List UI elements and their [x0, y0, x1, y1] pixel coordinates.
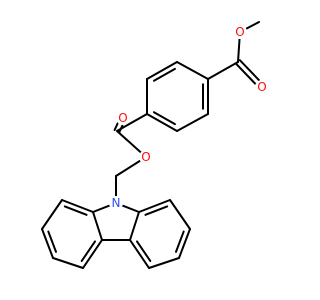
molecule-structure: O O O O N [41, 21, 269, 269]
bond-me-o1 [245, 21, 260, 30]
atom-label-o3: O [118, 111, 127, 125]
bond-b6-b1 [138, 199, 171, 213]
bond-b4-b5-inner [174, 230, 185, 253]
atom-o1: O [233, 25, 247, 39]
bond-c2-o3-a [118, 124, 124, 134]
atom-label-o4: O [141, 150, 150, 164]
atom-o2: O [255, 80, 269, 94]
atom-label-o2: O [257, 80, 266, 94]
bond-r4-r5 [146, 113, 178, 132]
bond-n-b1 [121, 204, 140, 213]
bond-n-a1 [92, 204, 111, 213]
atom-label-n1: N [112, 196, 121, 210]
bond-ce-o2-a [235, 62, 257, 85]
bond-b3-b4 [148, 257, 180, 269]
atom-o4: O [139, 150, 153, 164]
bond-b2-b3-inner [135, 240, 152, 262]
bond-c2-o4 [116, 130, 142, 154]
bond-r2-r3 [146, 61, 178, 80]
bond-a3-a4-inner [47, 230, 58, 253]
bond-b5-b6 [169, 199, 191, 230]
bond-r2-r3-inner [152, 67, 176, 82]
bond-r5-r6 [176, 113, 209, 132]
bond-b6-b1-inner [144, 205, 169, 216]
bond-ce-o2-b [238, 59, 261, 82]
atom-label-o1: O [235, 25, 244, 39]
atom-n1: N [109, 196, 123, 210]
bond-a5-a6 [82, 239, 103, 269]
bonds [41, 21, 261, 269]
bond-r4-r5-inner [152, 111, 176, 126]
bond-b1-b2 [129, 211, 140, 241]
bond-ce-r1 [207, 61, 239, 80]
bond-a1-a2 [61, 199, 94, 213]
bond-a6-a1 [92, 211, 103, 241]
bond-o1-ce [237, 37, 241, 63]
bond-a5-a6-inner [80, 240, 97, 262]
atom-o3: O [116, 111, 130, 125]
bond-b4-b5 [178, 228, 191, 259]
bond-a4-a5 [52, 257, 84, 269]
atom-labels: O O O O N [109, 25, 269, 210]
bond-o4-ch2 [115, 159, 142, 177]
bond-c2-o3-b [113, 122, 119, 131]
bond-a1-a2-inner [63, 205, 88, 216]
bond-a3-a4 [41, 228, 54, 259]
bond-b2-b3 [129, 239, 150, 269]
bond-r1-r2 [176, 61, 209, 80]
bond-a2-a3 [41, 199, 63, 230]
